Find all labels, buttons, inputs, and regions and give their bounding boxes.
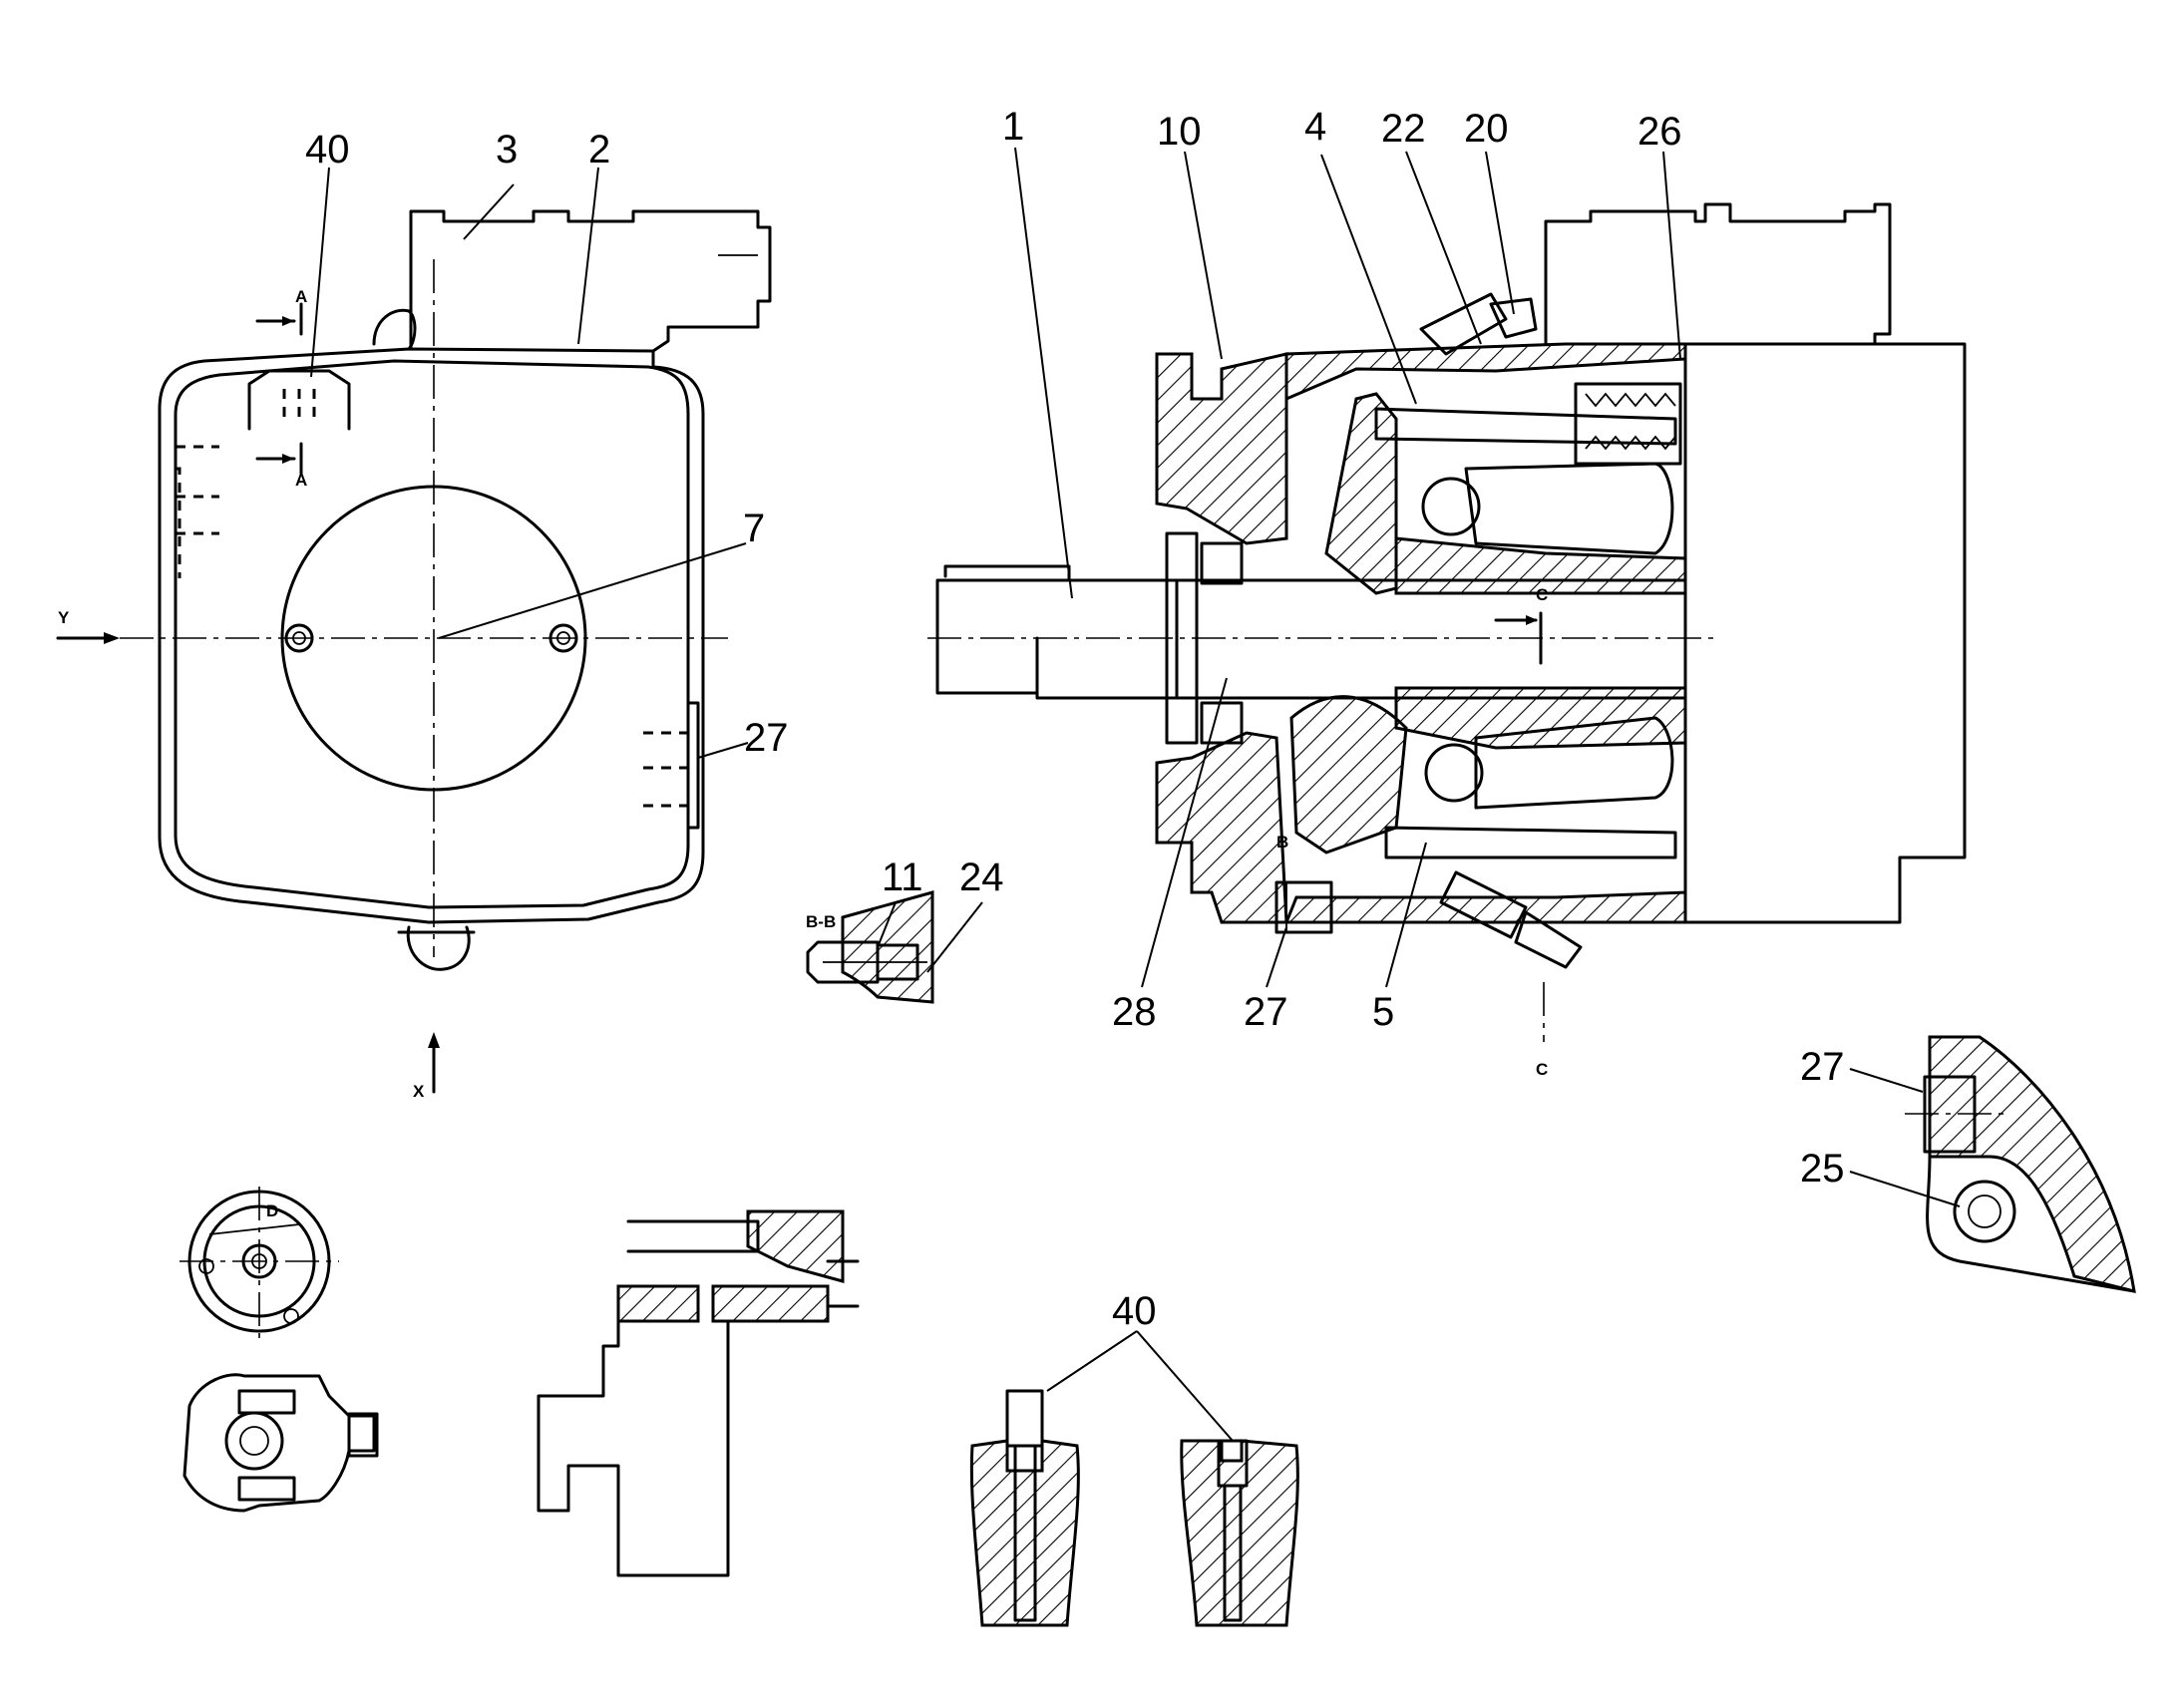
callout-5: 5 [1372,990,1394,1034]
callout-22: 22 [1381,107,1426,151]
callout-1: 1 [1002,105,1024,149]
callout-40-endview: 40 [305,128,350,171]
mark-a-top: A [295,287,307,306]
callout-27-section: 27 [1244,990,1288,1034]
callout-7: 7 [743,507,765,550]
callout-24: 24 [959,855,1004,899]
callout-labels: 40 3 2 7 27 11 24 1 10 4 22 20 26 28 27 … [305,105,1845,1333]
callout-11: 11 [882,855,923,899]
mark-d: D [266,1201,278,1220]
callout-25: 25 [1800,1147,1845,1191]
callout-3: 3 [496,128,518,171]
callout-28: 28 [1112,990,1157,1034]
mark-b-b: B-B [806,912,836,931]
callout-26: 26 [1637,110,1682,154]
end-view [56,209,772,1094]
main-section [927,202,1967,1042]
callout-27-detail: 27 [1800,1045,1845,1089]
callout-20: 20 [1464,107,1509,151]
mark-c-bottom: C [1536,1060,1548,1079]
callout-10: 10 [1157,110,1202,154]
mark-a-bottom: A [295,471,307,490]
section-marks: A A Y X B-B B C C D [58,287,1548,1220]
leader-lines [310,147,1961,1442]
mark-c-top: C [1536,585,1548,604]
detail-27-25 [1905,1035,2136,1294]
callout-2: 2 [588,128,610,171]
mark-y: Y [58,608,70,627]
section-b-b [806,890,934,1004]
valve-top-view [182,1373,379,1513]
mark-x: X [413,1082,425,1101]
port-detail-40 [969,1389,1299,1627]
callout-27-endview: 27 [744,716,789,760]
mark-b: B [1276,833,1288,852]
round-adjuster [180,1187,339,1341]
callout-4: 4 [1304,105,1326,149]
bracket-detail [537,1209,860,1577]
callout-40-detail: 40 [1112,1289,1157,1333]
